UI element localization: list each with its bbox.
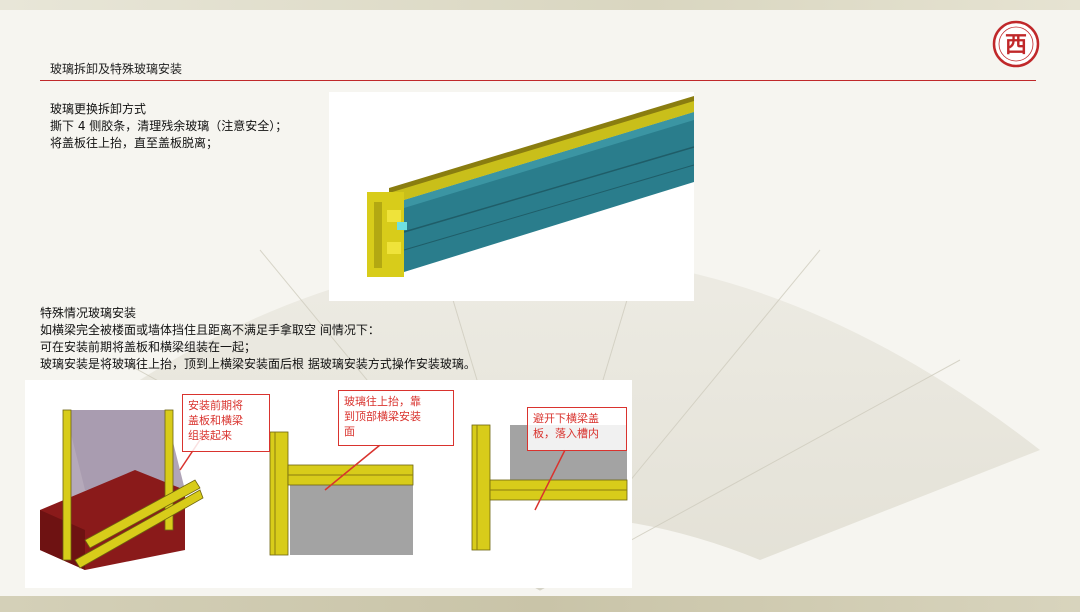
- special-heading: 特殊情况玻璃安装: [40, 306, 137, 320]
- special-line-3: 玻璃安装是将玻璃往上抬，顶到上横梁安装面后根 据玻璃安装方式操作安装玻璃。: [40, 357, 476, 371]
- callout-assemble: 安装前期将 盖板和横梁 组装起来: [182, 394, 270, 452]
- callout-assemble-line-2: 盖板和横梁: [188, 414, 243, 427]
- title-divider: [40, 80, 1036, 81]
- callout-lift-glass: 玻璃往上抬，靠 到顶部横梁安装 面: [338, 390, 454, 446]
- removal-step-1: 撕下 4 侧胶条，清理残余玻璃（注意安全）；: [50, 119, 288, 133]
- profile-illustration-panel: [329, 92, 695, 301]
- section-title: 玻璃拆卸及特殊玻璃安装: [50, 62, 183, 76]
- removal-heading: 玻璃更换拆卸方式: [50, 102, 147, 116]
- callout-lift-line-2: 到顶部横梁安装: [344, 410, 421, 423]
- callout-groove-line-1: 避开下横梁盖: [533, 412, 599, 425]
- special-line-1: 如横梁完全被楼面或墙体挡住且距离不满足手拿取空 间情况下：: [40, 323, 380, 337]
- logo-character: 西: [1005, 33, 1027, 58]
- bottom-band: [0, 596, 1080, 612]
- profile-3d-illustration: [367, 96, 695, 277]
- callout-assemble-line-1: 安装前期将: [188, 399, 243, 412]
- callout-lift-line-1: 玻璃往上抬，靠: [344, 395, 421, 408]
- removal-step-2: 将盖板往上抬，直至盖板脱离；: [50, 136, 219, 150]
- callout-groove-line-2: 板，落入槽内: [533, 427, 599, 440]
- callout-assemble-line-3: 组装起来: [188, 429, 232, 442]
- special-line-2: 可在安装前期将盖板和横梁组装在一起；: [40, 340, 257, 354]
- callout-groove: 避开下横梁盖 板，落入槽内: [527, 407, 627, 451]
- top-band: [0, 0, 1080, 10]
- diagram-lift-glass: [269, 431, 414, 556]
- removal-method-text: 玻璃更换拆卸方式 撕下 4 侧胶条，清理残余玻璃（注意安全）； 将盖板往上抬，直…: [50, 101, 287, 152]
- special-installation-text: 特殊情况玻璃安装 如横梁完全被楼面或墙体挡住且距离不满足手拿取空 间情况下： 可…: [40, 305, 476, 373]
- company-logo: 西: [992, 20, 1040, 68]
- installation-diagrams: [40, 409, 628, 570]
- callout-lift-line-3: 面: [344, 425, 355, 438]
- diagram-assembly: [40, 409, 204, 570]
